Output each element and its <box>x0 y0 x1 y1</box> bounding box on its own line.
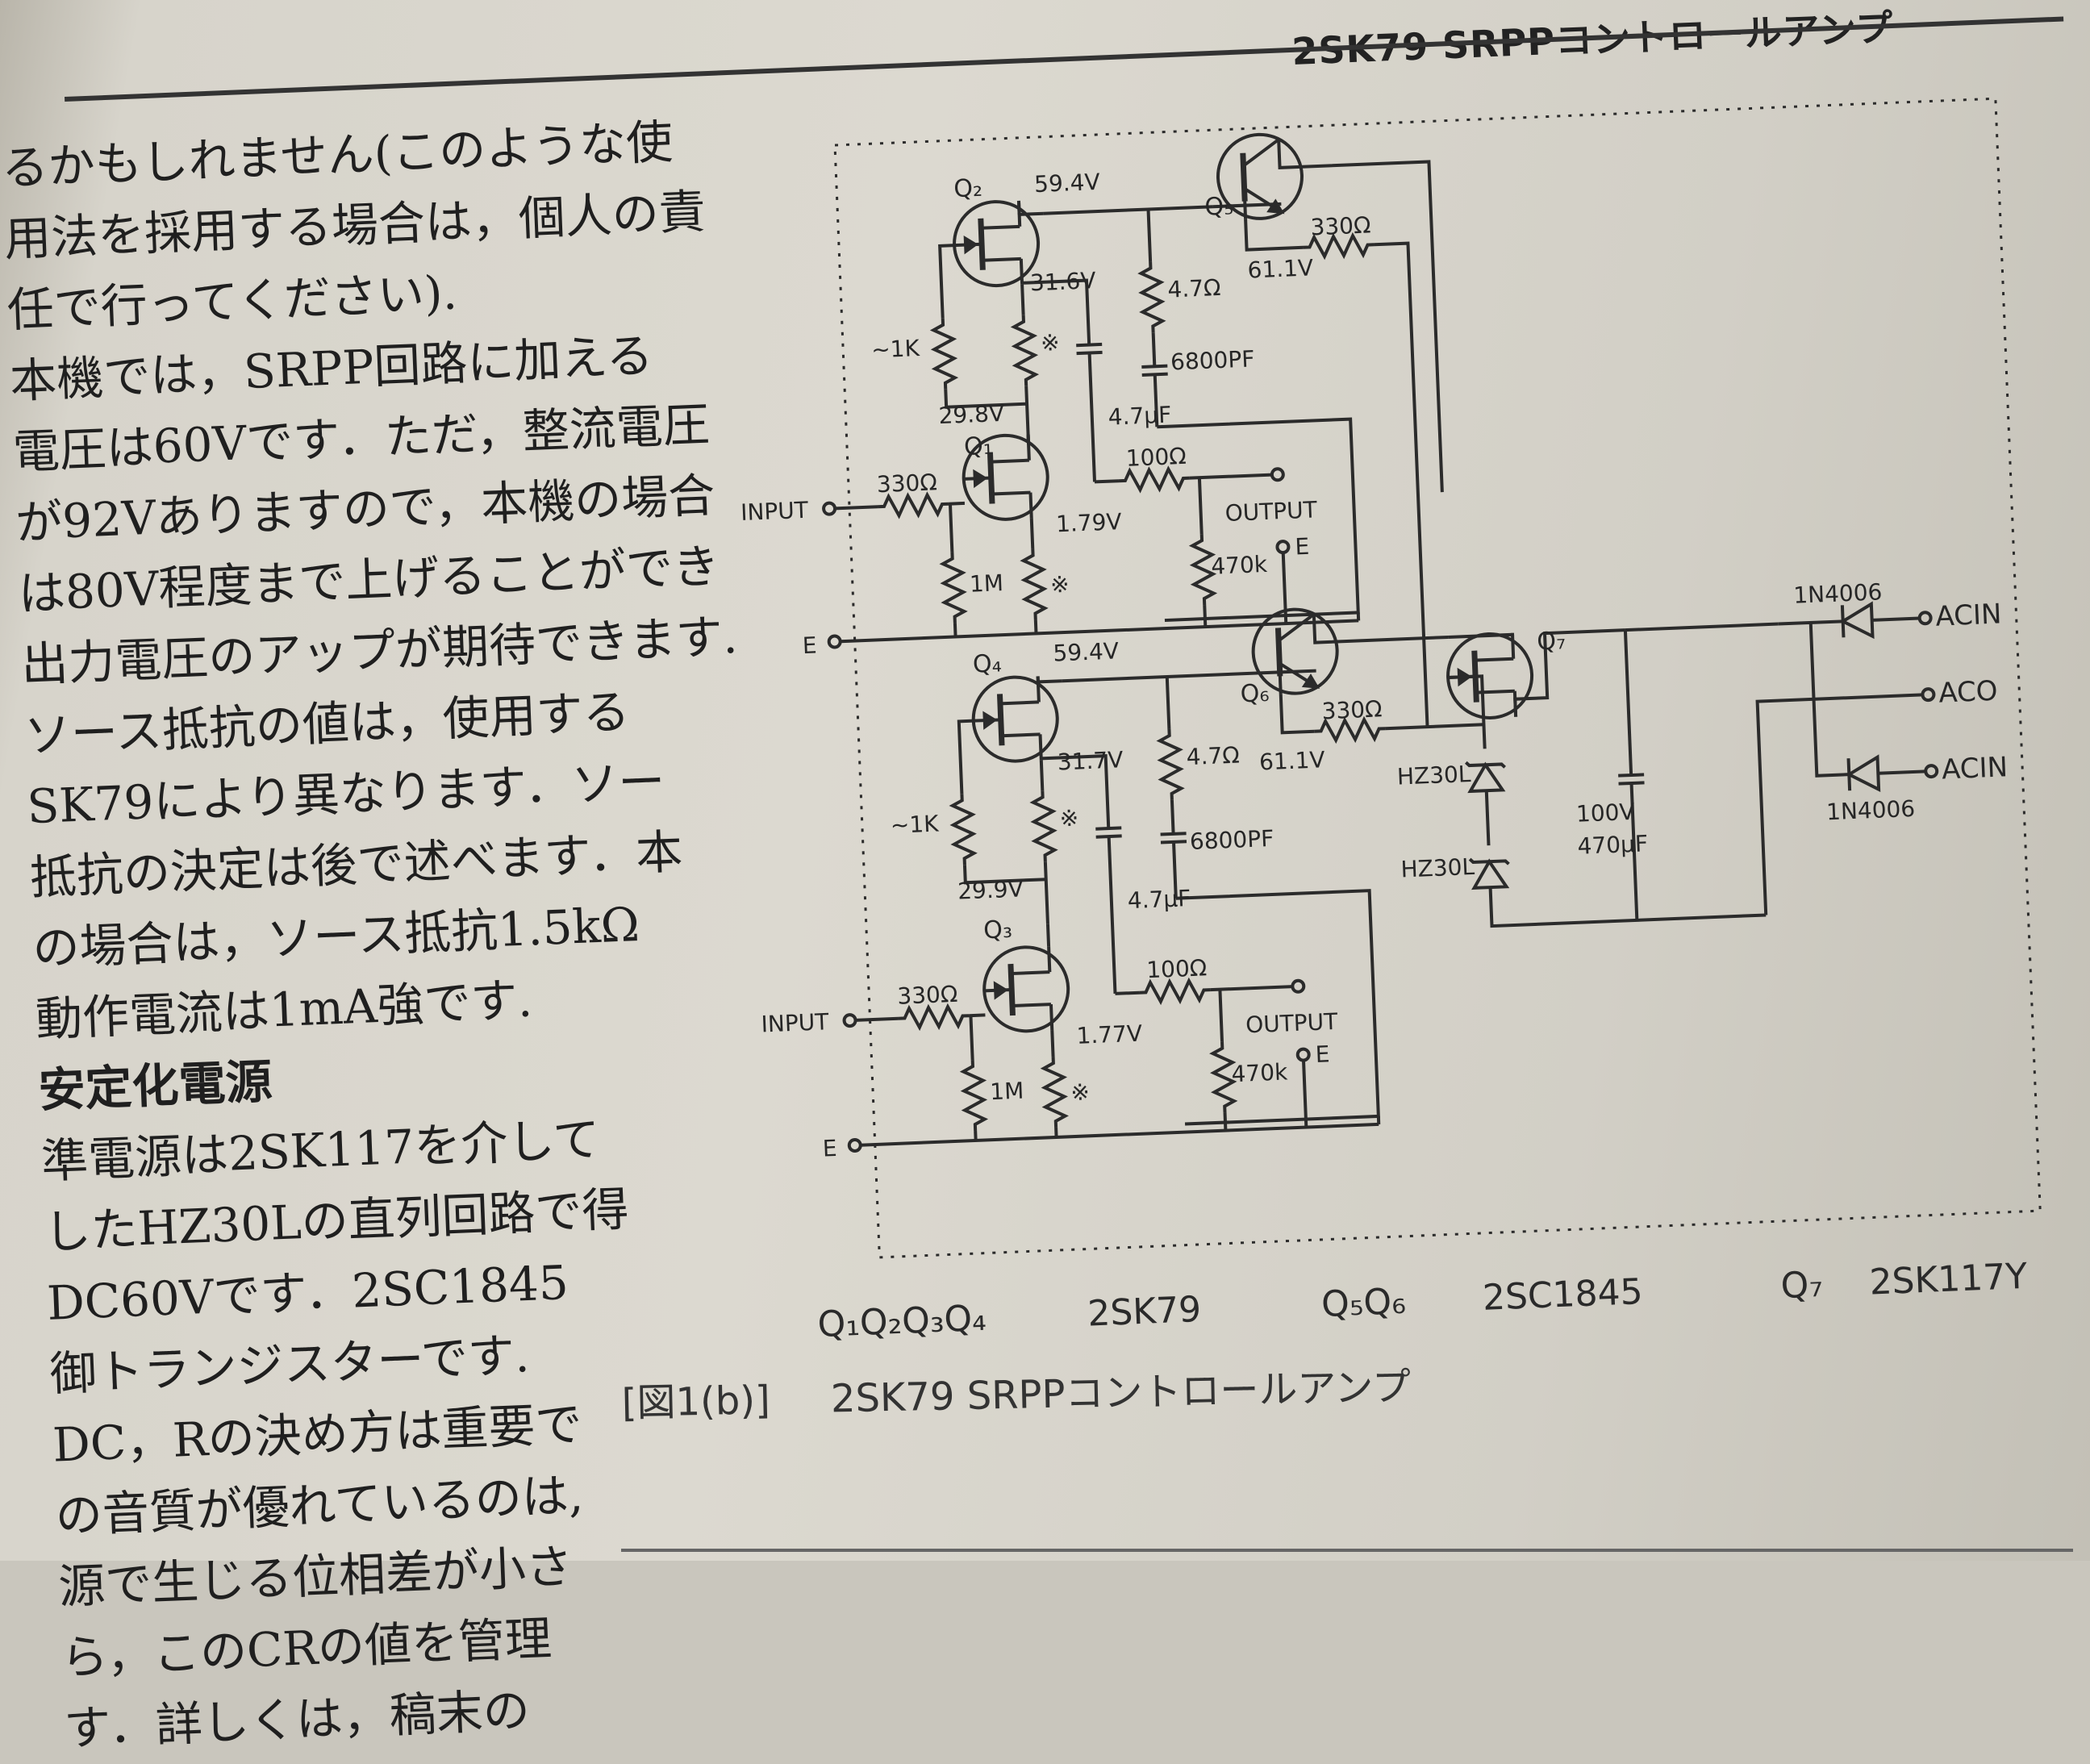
figure-number: [図1(b)] <box>621 1378 770 1426</box>
resistor-gate-bias <box>933 318 956 390</box>
capacitor-4-7uf-2 <box>1095 828 1121 836</box>
label-gnd: E <box>802 632 817 659</box>
label-cap-value: 470μF <box>1577 830 1649 859</box>
label-r-load-2: 470k <box>1231 1058 1289 1087</box>
label-output: OUTPUT <box>1224 496 1318 527</box>
resistor-r-filter <box>1141 261 1163 333</box>
resistor-output-2 <box>1139 980 1211 1003</box>
label-out-gnd-2: E <box>1315 1040 1330 1068</box>
resistor-output <box>1119 469 1191 491</box>
label-aco: ACO <box>1938 675 1999 710</box>
label-q6: Q₆ <box>1240 679 1270 708</box>
q3-jfet <box>982 945 1070 1032</box>
diode-1n4006-2 <box>1849 757 1879 790</box>
capacitor-6800pf <box>1141 366 1167 375</box>
label-q5: Q₅ <box>1204 192 1234 221</box>
capacitor-6800pf-2 <box>1161 833 1187 842</box>
label-v-source-2: 1.77V <box>1076 1020 1143 1049</box>
label-v-gate-2: 29.9V <box>957 875 1024 904</box>
label-c-filter: 6800PF <box>1170 345 1254 375</box>
resistor-input-2 <box>898 1006 970 1028</box>
legend-bjt-names: Q₅Q₆ <box>1320 1281 1407 1325</box>
legend-reg-type: 2SK117Y <box>1869 1256 2029 1303</box>
diode-1n4006-1 <box>1842 604 1873 637</box>
book-page: 2SK79 SRPPコントロールアンプ るかもしれません(このような使 用法を採… <box>0 0 2090 1561</box>
label-zener-1: HZ30L <box>1396 761 1471 790</box>
label-r-in-2: 330Ω <box>897 981 958 1010</box>
resistor-input <box>878 494 949 517</box>
schematic-group: Q₂ 59.4V 31.6V ~1K ※ 29.8V Q₁ 4.7μF 6800… <box>726 106 2029 1347</box>
label-r-filter: 4.7Ω <box>1167 274 1221 303</box>
label-c-couple-2: 4.7μF <box>1127 885 1191 914</box>
power-supply <box>1445 602 1942 928</box>
label-r-filter-2: 4.7Ω <box>1186 741 1240 770</box>
resistor-source-upper-2 <box>1032 790 1055 862</box>
label-diode-2: 1N4006 <box>1826 795 1916 825</box>
label-r-source: ※ <box>1040 329 1060 357</box>
channel-2 <box>828 602 1500 1151</box>
q4-jfet <box>972 676 1059 763</box>
resistor-source-lower <box>1023 548 1045 620</box>
label-r-emit-2: 330Ω <box>1321 695 1383 724</box>
legend-bjt-type: 2SC1845 <box>1482 1271 1644 1319</box>
resistor-source-upper <box>1014 315 1037 386</box>
label-q4: Q₄ <box>972 649 1002 678</box>
label-r-gate-2: ~1K <box>890 811 940 839</box>
label-v-supply: 59.4V <box>1033 169 1100 198</box>
electrolytic-capacitor <box>1618 774 1644 783</box>
label-q1: Q₁ <box>963 432 993 461</box>
label-zener-2: HZ30L <box>1400 853 1475 883</box>
label-acin-2: ACIN <box>1941 751 2008 786</box>
label-output-2: OUTPUT <box>1245 1008 1339 1039</box>
label-gnd-2: E <box>822 1135 837 1162</box>
label-diode-1: 1N4006 <box>1793 578 1883 608</box>
label-v-mid-2: 31.7V <box>1057 746 1124 775</box>
label-r-out: 100Ω <box>1125 443 1187 472</box>
label-q3: Q₃ <box>983 915 1013 945</box>
zener-diode-2 <box>1470 857 1509 888</box>
label-input-2: INPUT <box>761 1008 830 1037</box>
capacitor-4-7uf <box>1076 344 1102 353</box>
resistor-r-filter-2 <box>1159 728 1182 800</box>
legend-reg-name: Q₇ <box>1780 1264 1824 1307</box>
label-r-gnd: 1M <box>969 569 1003 598</box>
label-r-load: 470k <box>1211 551 1269 580</box>
label-c-couple: 4.7μF <box>1108 402 1172 431</box>
label-c-filter-2: 6800PF <box>1189 825 1274 855</box>
label-v-mid: 31.6V <box>1029 267 1096 296</box>
label-q7: Q₇ <box>1537 627 1566 656</box>
label-v-emitter: 61.1V <box>1247 254 1314 283</box>
label-r-source-low-2: ※ <box>1070 1078 1091 1106</box>
zener-diode-1 <box>1466 761 1505 791</box>
label-r-source-2: ※ <box>1059 805 1079 832</box>
label-v-supply-2: 59.4V <box>1053 637 1120 666</box>
legend-jfet-type: 2SK79 <box>1087 1289 1202 1335</box>
label-input: INPUT <box>740 497 810 526</box>
footer-rule <box>621 1549 2073 1552</box>
label-q2: Q₂ <box>953 174 983 203</box>
label-r-emit: 330Ω <box>1310 211 1371 240</box>
label-r-out-2: 100Ω <box>1146 954 1208 983</box>
label-out-gnd: E <box>1295 533 1310 561</box>
resistor-gate-bias-2 <box>952 794 974 865</box>
resistor-1m-2 <box>963 1060 986 1132</box>
label-r-in: 330Ω <box>876 469 937 498</box>
label-acin-1: ACIN <box>1935 598 2002 632</box>
resistor-source-lower-2 <box>1044 1057 1066 1128</box>
label-r-gate: ~1K <box>871 335 921 363</box>
component-legend: Q₁Q₂Q₃Q₄ 2SK79 Q₅Q₆ 2SC1845 Q₇ 2SK117Y <box>817 1256 2029 1345</box>
label-r-gnd-2: 1M <box>990 1078 1024 1106</box>
label-v-emitter-2: 61.1V <box>1258 746 1325 775</box>
label-cap-voltage: 100V <box>1575 799 1635 828</box>
legend-jfet-names: Q₁Q₂Q₃Q₄ <box>817 1298 987 1345</box>
label-v-gate: 29.8V <box>938 400 1005 429</box>
resistor-1m <box>942 552 965 623</box>
label-v-source: 1.79V <box>1055 508 1122 537</box>
label-r-source-low: ※ <box>1049 571 1070 598</box>
schematic-diagram: Q₂ 59.4V 31.6V ~1K ※ 29.8V Q₁ 4.7μF 6800… <box>0 0 2090 1561</box>
